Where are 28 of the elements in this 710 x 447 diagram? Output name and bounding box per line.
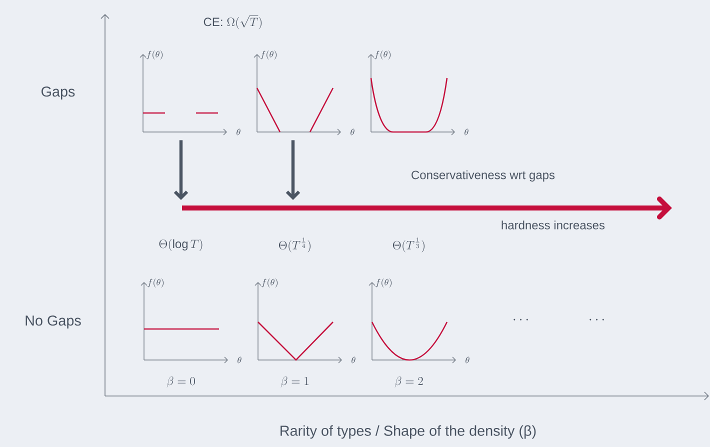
- axis-title: Rarity of types / Shape of the density (β): [280, 425, 536, 439]
- axis-label: $f(\theta)$: [146, 50, 163, 60]
- axis-label: $f(\theta)$: [376, 278, 392, 288]
- beta-label: $\beta=2$: [394, 376, 423, 388]
- axis-label: $f(\theta)$: [262, 278, 278, 288]
- axis-label: $f(\theta)$: [374, 50, 391, 60]
- axis-label: $\theta$: [350, 128, 354, 136]
- arrow-label: hardness increases: [502, 220, 605, 230]
- rate-label: $\Theta(T^{\frac{1}{3}})$: [392, 238, 424, 252]
- axis-label: $\theta$: [352, 356, 356, 364]
- rate-label: $\Theta(T^{\frac{1}{4}})$: [278, 238, 310, 252]
- axis-label: $\theta$: [464, 128, 468, 136]
- axis-label: $\theta$: [236, 128, 240, 136]
- rate-label: $\Theta(\log T)$: [159, 239, 202, 251]
- axis-label: $\theta$: [466, 356, 470, 364]
- chart-label: $\text{CE: }\Omega(\sqrt{T})$: [204, 15, 262, 30]
- arrow: [174, 140, 188, 200]
- axis-label: $f(\theta)$: [260, 50, 277, 60]
- axis-label: $\theta$: [238, 356, 242, 364]
- arrow: [286, 140, 300, 200]
- row-label: No Gaps: [26, 315, 81, 329]
- arrow-label: Conservativeness wrt gaps: [412, 170, 555, 182]
- ellipsis: $\cdots$: [514, 318, 528, 320]
- beta-label: $\beta=0$: [166, 376, 195, 388]
- beta-label: $\beta=1$: [280, 376, 309, 388]
- row-label: Gaps: [42, 86, 75, 100]
- ellipsis: $\cdots$: [590, 318, 604, 320]
- axis-label: $f(\theta)$: [148, 278, 164, 288]
